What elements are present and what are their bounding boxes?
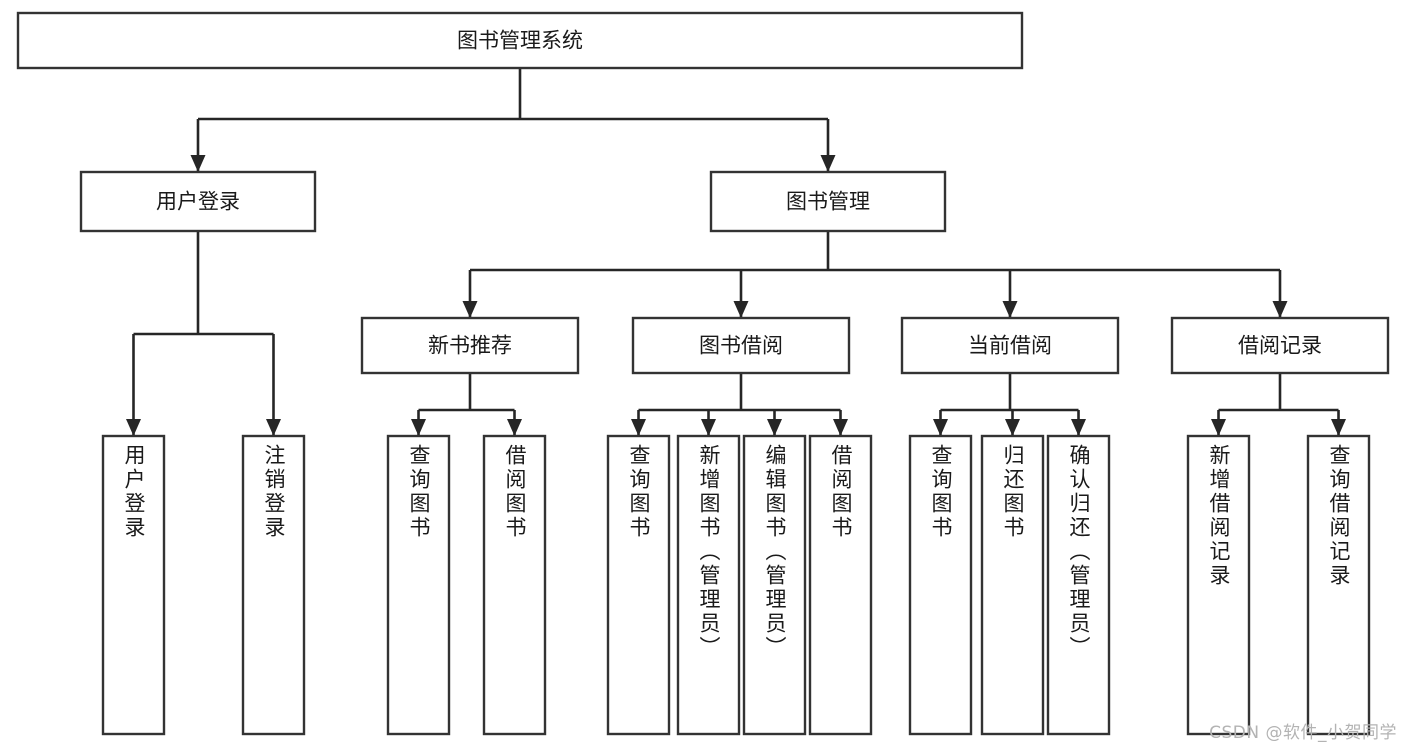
node-box-leaf-borrow-book-rec[interactable]	[482, 434, 547, 736]
arrow-book-borrow-3	[833, 419, 848, 436]
arrow-book-manage-2	[1002, 301, 1018, 318]
node-label-user-login: 用户登录	[156, 190, 240, 214]
arrow-current-borrow-2	[1071, 419, 1086, 436]
arrow-new-book-recommend-0	[411, 419, 426, 436]
node-label-book-borrow: 图书借阅	[699, 334, 783, 358]
boxes-layer	[16, 11, 1390, 736]
arrow-book-borrow-2	[767, 419, 782, 436]
arrow-root-1	[820, 155, 836, 172]
connectors-layer	[126, 68, 1346, 436]
node-box-leaf-add-book[interactable]	[676, 434, 741, 736]
node-label-borrow-record: 借阅记录	[1238, 334, 1322, 358]
arrow-book-borrow-1	[701, 419, 716, 436]
node-box-current-borrow[interactable]	[900, 316, 1120, 375]
node-box-leaf-user-logout[interactable]	[241, 434, 306, 736]
node-box-book-borrow[interactable]	[631, 316, 851, 375]
arrow-current-borrow-1	[1005, 419, 1020, 436]
node-box-borrow-record[interactable]	[1170, 316, 1390, 375]
arrow-root-0	[190, 155, 206, 172]
node-box-leaf-query-record[interactable]	[1306, 434, 1371, 736]
node-box-leaf-query-book-bor[interactable]	[606, 434, 671, 736]
node-box-leaf-edit-book[interactable]	[742, 434, 807, 736]
node-box-leaf-query-book-rec[interactable]	[386, 434, 451, 736]
arrow-book-manage-0	[462, 301, 478, 318]
node-label-root: 图书管理系统	[457, 29, 583, 53]
node-box-leaf-return-book[interactable]	[980, 434, 1045, 736]
node-box-leaf-borrow-book-bor[interactable]	[808, 434, 873, 736]
arrow-current-borrow-0	[933, 419, 948, 436]
arrow-user-login-1	[266, 419, 281, 436]
arrow-borrow-record-1	[1331, 419, 1346, 436]
node-box-user-login[interactable]	[79, 170, 317, 233]
csdn-watermark: CSDN @软件_小贺同学	[1209, 723, 1397, 743]
node-box-root[interactable]	[16, 11, 1024, 70]
node-box-leaf-add-record[interactable]	[1186, 434, 1251, 736]
node-label-new-book-recommend: 新书推荐	[428, 334, 512, 358]
arrow-borrow-record-0	[1211, 419, 1226, 436]
arrow-book-manage-1	[733, 301, 749, 318]
arrow-book-borrow-0	[631, 419, 646, 436]
arrow-book-manage-3	[1272, 301, 1288, 318]
node-label-current-borrow: 当前借阅	[968, 334, 1052, 358]
arrow-new-book-recommend-1	[507, 419, 522, 436]
node-box-leaf-confirm-return[interactable]	[1046, 434, 1111, 736]
arrow-user-login-0	[126, 419, 141, 436]
node-box-leaf-query-book-cur[interactable]	[908, 434, 973, 736]
node-label-book-manage: 图书管理	[786, 190, 870, 214]
node-box-new-book-recommend[interactable]	[360, 316, 580, 375]
node-box-book-manage[interactable]	[709, 170, 947, 233]
node-box-leaf-user-login[interactable]	[101, 434, 166, 736]
